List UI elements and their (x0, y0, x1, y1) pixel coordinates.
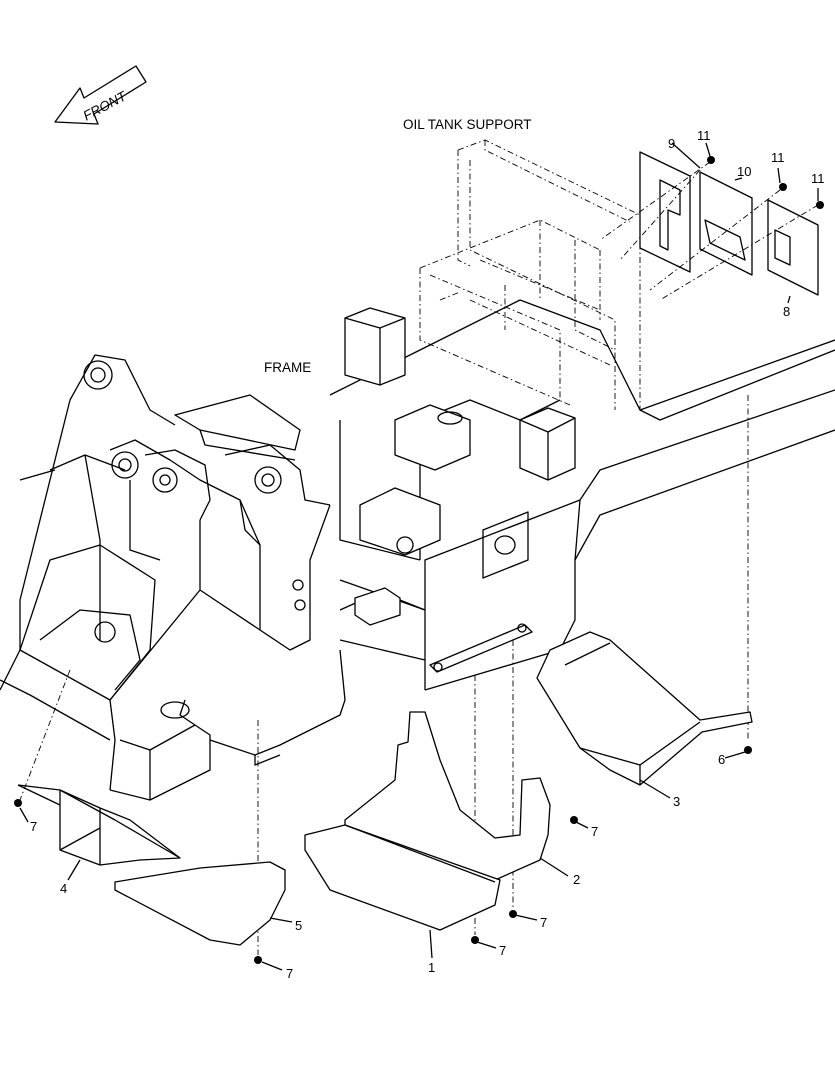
frame-front-towers (0, 354, 346, 801)
callout-11-c: 11 (811, 171, 825, 186)
nut-6 (744, 746, 752, 754)
callout-1: 1 (428, 960, 435, 975)
callout-3: 3 (673, 794, 680, 809)
callout-7-bottom-center: 7 (499, 943, 506, 958)
callout-11-a: 11 (697, 128, 711, 143)
callout-8: 8 (783, 304, 790, 319)
oil-tank-support (419, 139, 641, 410)
callout-numbers: 1 2 3 4 5 6 7 7 7 7 7 8 9 10 11 11 11 (30, 128, 825, 981)
nut-11-a (707, 156, 715, 164)
part-8-plate (767, 199, 819, 296)
frame-label: FRAME (264, 360, 311, 375)
front-label: FRONT (81, 88, 131, 124)
nut-7-bottom-left (254, 956, 262, 964)
part-5-cover (114, 861, 286, 946)
leader-lines (19, 142, 819, 971)
callout-7-right: 7 (591, 824, 598, 839)
part-9-plate (639, 151, 691, 273)
nut-7-center-right (509, 910, 517, 918)
front-arrow: FRONT (54, 65, 147, 125)
callout-11-b: 11 (771, 150, 785, 165)
nut-11-c (816, 201, 824, 209)
part-1-cover (304, 824, 501, 931)
callout-7-left: 7 (30, 819, 37, 834)
part-4-bracket (17, 784, 181, 866)
callout-10: 10 (737, 164, 751, 179)
frame-body (174, 299, 835, 691)
callout-9: 9 (668, 136, 675, 151)
nut-7-left (14, 799, 22, 807)
callout-5: 5 (295, 918, 302, 933)
callout-2: 2 (573, 872, 580, 887)
callout-6: 6 (718, 752, 725, 767)
oil-tank-support-label: OIL TANK SUPPORT (403, 117, 532, 132)
part-10-plate (699, 171, 753, 276)
nut-11-b (779, 183, 787, 191)
callout-7-bottom-left: 7 (286, 966, 293, 981)
guide-line-4 (19, 669, 71, 801)
callout-7-center-right: 7 (540, 915, 547, 930)
part-3-cover (536, 631, 753, 786)
callout-4: 4 (60, 881, 67, 896)
